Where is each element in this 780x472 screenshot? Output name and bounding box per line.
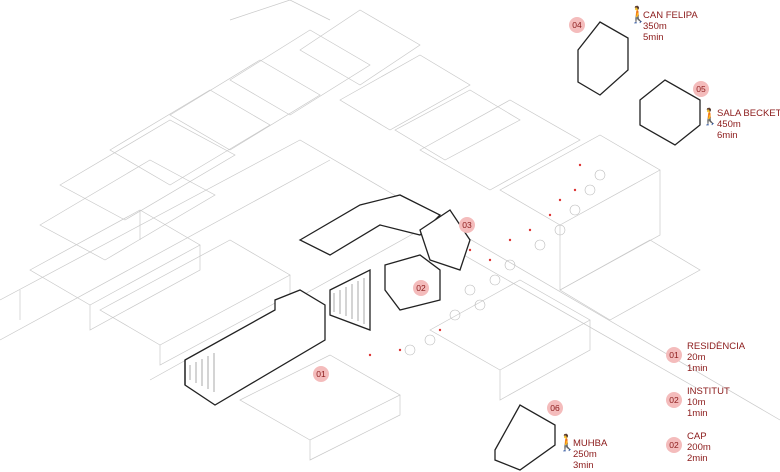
legend-02b-name: CAP	[687, 431, 707, 442]
marker-04-time: 5min	[643, 32, 664, 43]
legend-01-badge: 01	[666, 347, 682, 363]
landmark-buildings	[494, 21, 701, 471]
marker-05-name: SALA BECKET	[717, 108, 780, 119]
legend-02b-badge: 02	[666, 437, 682, 453]
legend-01-distance: 20m	[687, 352, 706, 363]
walker-icon-05: 🚶	[700, 109, 720, 126]
marker-04-name: CAN FELIPA	[643, 10, 698, 21]
marker-05-time: 6min	[717, 130, 738, 141]
trees	[404, 169, 606, 356]
legend-02a-time: 1min	[687, 408, 708, 419]
marker-06-time: 3min	[573, 460, 594, 471]
marker-02-badge: 02	[413, 280, 429, 296]
walker-icon-04: 🚶	[628, 7, 648, 24]
legend-02a-name: INSTITUT	[687, 386, 730, 397]
marker-01-badge: 01	[313, 366, 329, 382]
marker-04-distance: 350m	[643, 21, 667, 32]
project-buildings	[184, 194, 471, 406]
marker-06-badge: 06	[547, 400, 563, 416]
legend-02a-distance: 10m	[687, 397, 706, 408]
legend-02a-badge: 02	[666, 392, 682, 408]
marker-05-distance: 450m	[717, 119, 741, 130]
legend-01-time: 1min	[687, 363, 708, 374]
walker-icon-06: 🚶	[557, 435, 577, 452]
legend-02b-distance: 200m	[687, 442, 711, 453]
marker-04-badge: 04	[569, 17, 585, 33]
plaza-markings	[368, 163, 582, 357]
marker-06-name: MUHBA	[573, 438, 608, 449]
marker-05-badge: 05	[693, 81, 709, 97]
marker-03-badge: 03	[459, 217, 475, 233]
context-buildings	[0, 0, 780, 461]
legend-02b-time: 2min	[687, 453, 708, 464]
legend-01-name: RESIDÈNCIA	[687, 341, 746, 352]
facade-hatching	[189, 278, 365, 392]
marker-06-distance: 250m	[573, 449, 597, 460]
